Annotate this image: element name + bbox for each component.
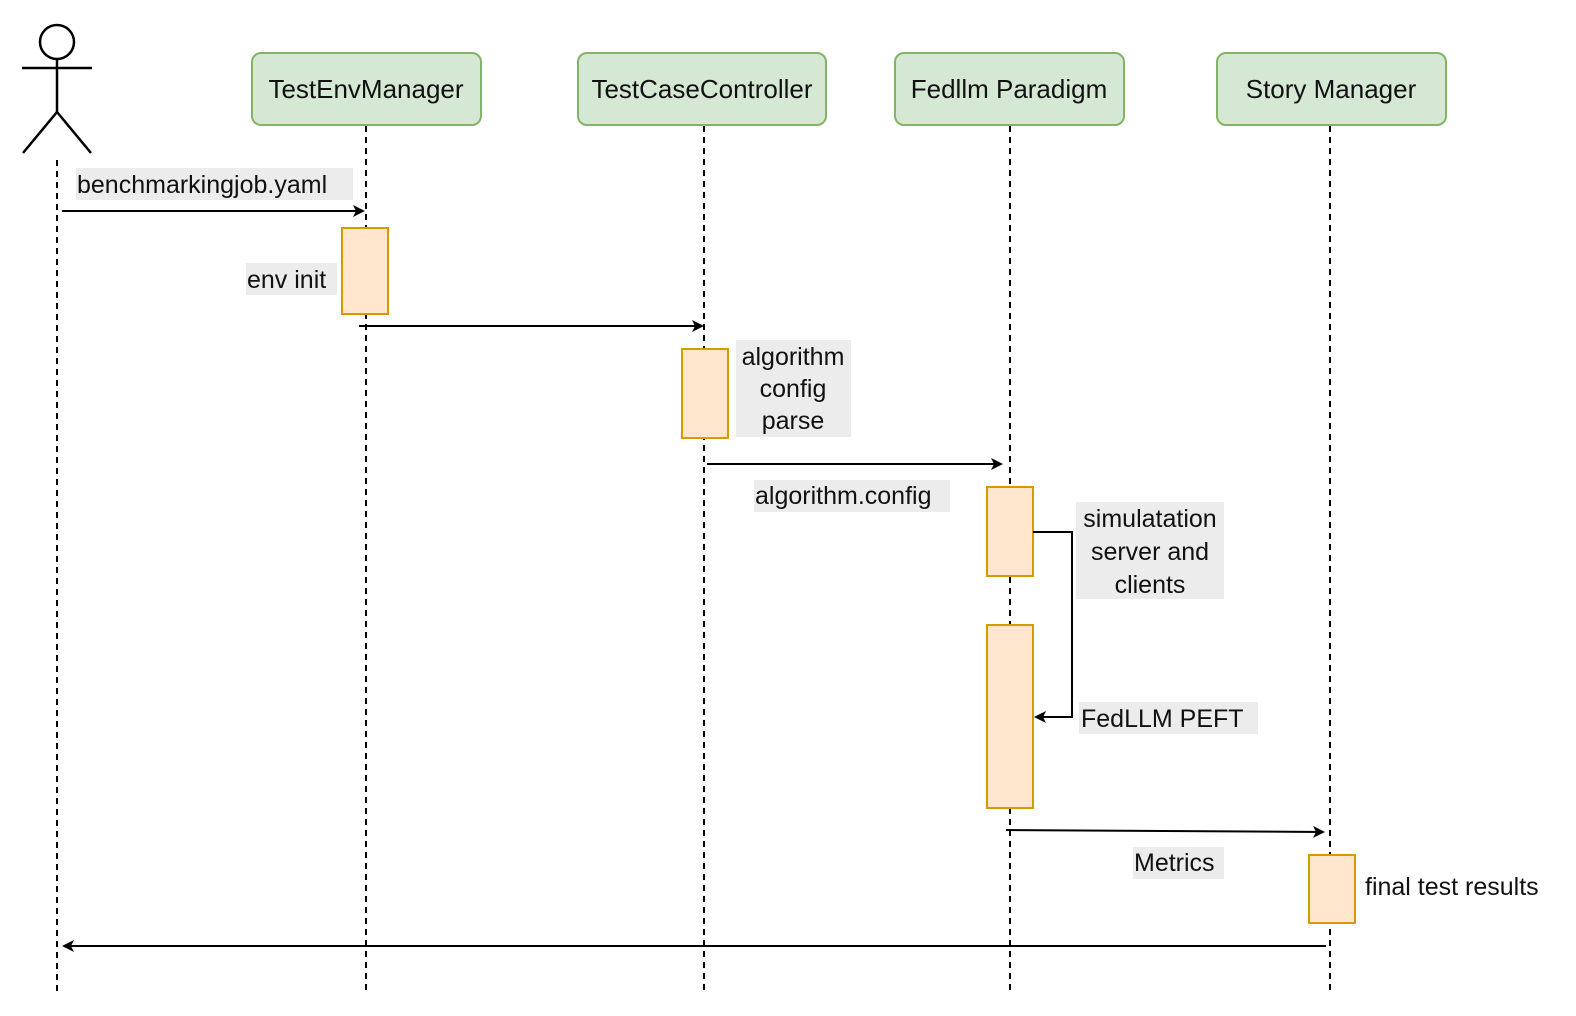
label-bg-metrics <box>1133 847 1224 879</box>
message-label-env-init: env init <box>247 266 326 294</box>
message-label-peft: FedLLM PEFT <box>1081 705 1244 733</box>
label-bg-peft <box>1079 702 1258 734</box>
message-label-algo-config: algorithm.config <box>755 482 931 510</box>
participant-label: TestCaseController <box>591 74 812 104</box>
actor-stick-figure-icon <box>22 23 92 154</box>
message-label-simulation-1: simulatation <box>1083 505 1216 533</box>
participant-fedllm-paradigm: Fedllm Paradigm <box>894 52 1125 126</box>
message-label-simulation-3: clients <box>1115 571 1186 599</box>
arrow-self-call-peft <box>1033 531 1073 723</box>
message-label-metrics: Metrics <box>1134 849 1215 877</box>
label-bg-algo-parse <box>736 340 851 437</box>
label-bg-algo-config <box>754 480 950 512</box>
label-bg-env-init <box>246 263 337 295</box>
label-bg-benchmark <box>76 168 353 200</box>
message-label-simulation-2: server and <box>1091 538 1209 566</box>
activation-simulation <box>986 486 1034 577</box>
participant-label: TestEnvManager <box>268 74 463 104</box>
label-bg-simulation <box>1076 502 1224 599</box>
message-label-final: final test results <box>1365 873 1539 901</box>
message-label-algo-parse-1: algorithm <box>742 343 845 371</box>
participant-label: Story Manager <box>1246 74 1417 104</box>
participant-story-manager: Story Manager <box>1216 52 1447 126</box>
activation-env-init <box>341 227 389 315</box>
message-label-algo-parse-3: parse <box>762 407 825 435</box>
activation-final-results <box>1308 854 1356 924</box>
participant-testcasecontroller: TestCaseController <box>577 52 827 126</box>
activation-fedllm-peft <box>986 624 1034 809</box>
participant-label: Fedllm Paradigm <box>911 74 1108 104</box>
participant-testenvmanager: TestEnvManager <box>251 52 482 126</box>
message-label-algo-parse-2: config <box>760 375 827 403</box>
activation-algorithm-parse <box>681 348 729 439</box>
message-label-benchmark: benchmarkingjob.yaml <box>77 171 327 199</box>
arrow-metrics <box>1005 825 1325 838</box>
